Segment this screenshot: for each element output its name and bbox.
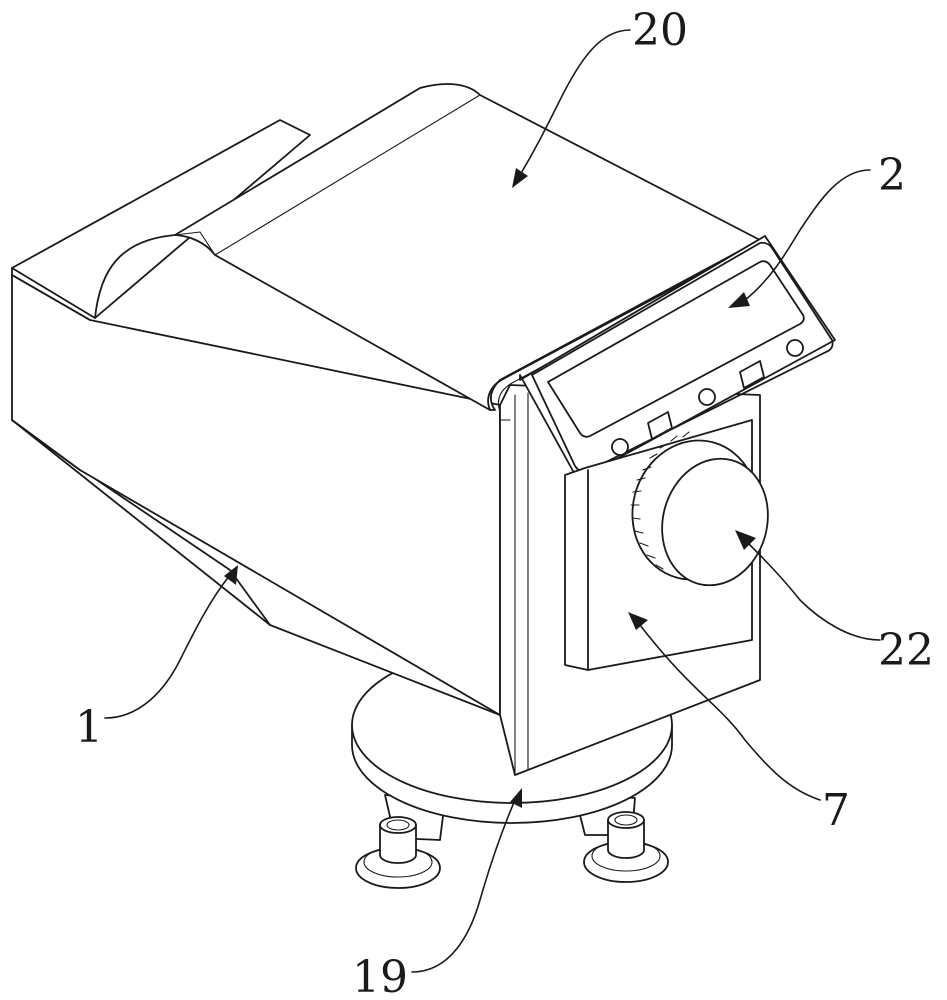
label-20: 20	[632, 5, 688, 56]
label-1: 1	[75, 702, 103, 753]
label-19: 19	[352, 952, 408, 1000]
label-2: 2	[878, 150, 906, 201]
label-22: 22	[878, 625, 934, 676]
label-7: 7	[822, 785, 850, 836]
